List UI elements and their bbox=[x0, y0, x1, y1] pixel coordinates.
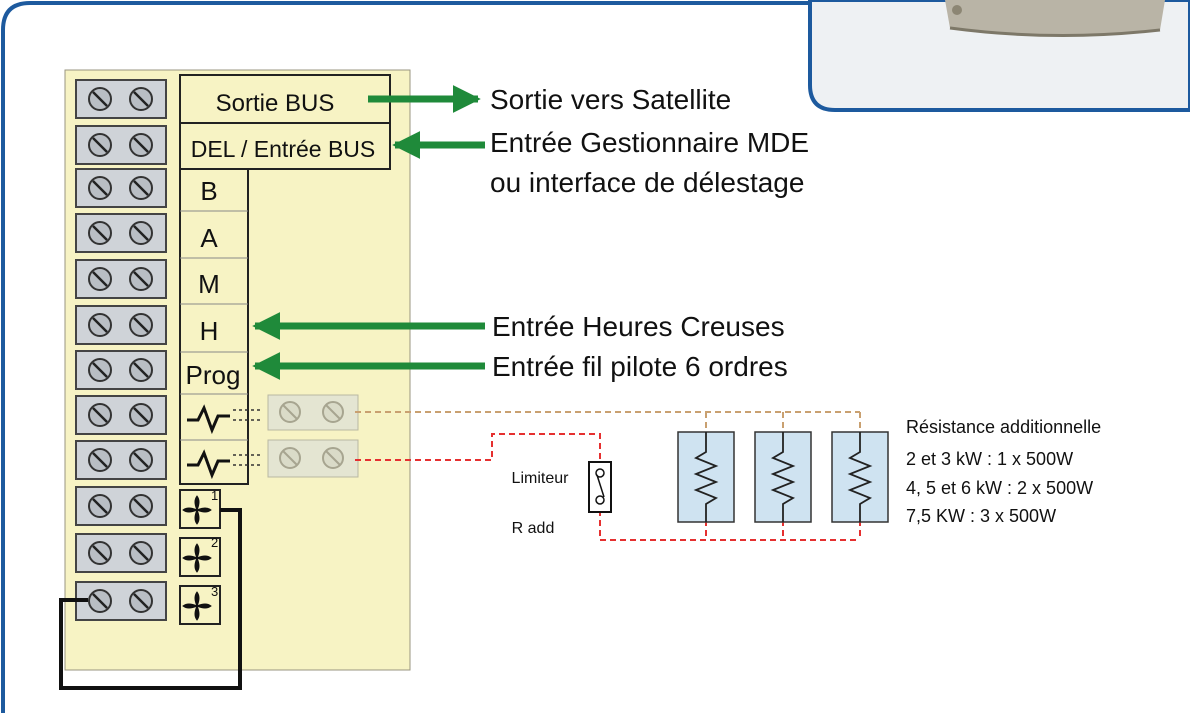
fan-speed-2: 2 bbox=[211, 535, 218, 550]
resistor bbox=[754, 431, 812, 523]
annotation-heures-creuses: Entrée Heures Creuses bbox=[492, 311, 785, 342]
label-m: M bbox=[198, 269, 220, 299]
fan-speed-1: 1 bbox=[211, 488, 218, 503]
label-del-entree-bus: DEL / Entrée BUS bbox=[191, 136, 376, 162]
terminal-screw-pair bbox=[75, 259, 167, 299]
external-terminal-2 bbox=[267, 439, 359, 478]
tan-wire bbox=[355, 411, 861, 432]
dotted-link-1 bbox=[233, 409, 262, 421]
annotation-fil-pilote: Entrée fil pilote 6 ordres bbox=[492, 351, 788, 382]
additional-resistors bbox=[677, 431, 889, 523]
fan-icon bbox=[179, 537, 221, 577]
terminal-letters-column bbox=[179, 168, 249, 485]
resistance-line-3: 7,5 KW : 3 x 500W bbox=[906, 506, 1056, 526]
dotted-link-2 bbox=[233, 454, 262, 466]
annotation-entree-gestionnaire: Entrée Gestionnaire MDE bbox=[490, 127, 809, 158]
terminal-screw-pair bbox=[75, 168, 167, 208]
terminal-screw-pair bbox=[75, 213, 167, 253]
annotation-sortie-satellite: Sortie vers Satellite bbox=[490, 84, 731, 115]
label-a: A bbox=[200, 223, 218, 253]
limiter-label: Limiteur bbox=[512, 470, 570, 487]
label-b: B bbox=[200, 176, 217, 206]
red-wire bbox=[355, 433, 861, 541]
label-sortie-bus: Sortie BUS bbox=[216, 90, 335, 117]
annotation-interface-delestage: ou interface de délestage bbox=[490, 167, 804, 198]
fan-icon bbox=[179, 585, 221, 625]
resistance-line-2: 4, 5 et 6 kW : 2 x 500W bbox=[906, 478, 1093, 498]
fan-jumper-wire bbox=[59, 508, 242, 690]
fan-speed-column bbox=[179, 489, 221, 625]
del-entree-bus-box bbox=[179, 122, 391, 170]
resistor bbox=[831, 431, 889, 523]
terminal-screw-pair bbox=[75, 350, 167, 390]
heater-symbol-2 bbox=[187, 449, 230, 480]
photo-inset bbox=[808, 0, 1190, 112]
resistance-line-1: 2 et 3 kW : 1 x 500W bbox=[906, 449, 1073, 469]
terminal-screw-pair bbox=[75, 125, 167, 165]
external-terminal-1 bbox=[267, 394, 359, 431]
terminal-screw-pair bbox=[75, 79, 167, 119]
terminal-screw-pair bbox=[75, 533, 167, 573]
resistance-title: Résistance additionnelle bbox=[906, 417, 1101, 437]
terminal-screw-pair bbox=[75, 581, 167, 621]
limiter-sublabel: R add bbox=[512, 520, 555, 537]
resistor bbox=[677, 431, 735, 523]
label-h: H bbox=[200, 316, 219, 346]
terminal-screw-pair bbox=[75, 305, 167, 345]
terminal-screw-pair bbox=[75, 486, 167, 526]
terminal-screw-pair bbox=[75, 395, 167, 435]
sortie-bus-box bbox=[179, 74, 391, 124]
fan-speed-3: 3 bbox=[211, 584, 218, 599]
limiter-switch bbox=[588, 461, 612, 513]
heater-symbol-1 bbox=[187, 404, 230, 435]
terminal-screw-pair bbox=[75, 440, 167, 480]
terminal-block-column bbox=[75, 79, 167, 621]
label-prog: Prog bbox=[186, 360, 241, 390]
